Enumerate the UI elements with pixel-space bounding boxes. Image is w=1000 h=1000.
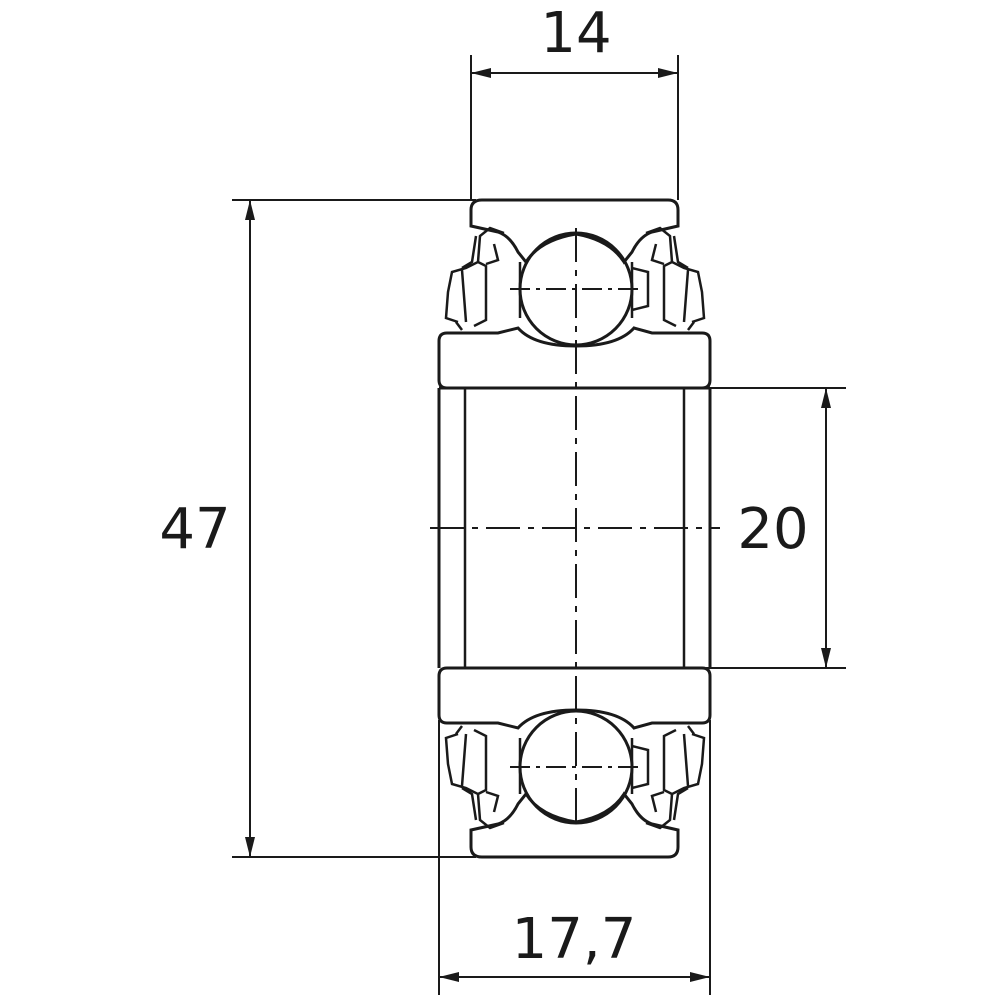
center-lines <box>430 228 720 830</box>
dimension-outer-width: 14 <box>470 1 679 200</box>
dimension-label-bore-diameter: 20 <box>737 497 808 562</box>
inner-ring-bottom <box>437 666 712 730</box>
inner-ring-top <box>437 326 712 390</box>
seal-left-top <box>444 226 505 331</box>
dimension-inner-width: 17,7 <box>438 720 711 995</box>
dimension-outer-diameter: 47 <box>159 199 476 858</box>
seal-right-top <box>645 226 706 331</box>
bearing-section-bottom <box>437 666 712 859</box>
seal-right-bottom <box>645 725 706 830</box>
dimension-label-inner-width: 17,7 <box>512 907 637 972</box>
dimension-bore-diameter: 20 <box>706 387 846 669</box>
bearing-section-top <box>437 198 712 390</box>
dimension-label-outer-diameter: 47 <box>159 497 230 562</box>
outer-ring-bottom <box>469 791 680 859</box>
dimension-label-outer-width: 14 <box>540 1 611 66</box>
seal-left-bottom <box>444 725 505 830</box>
